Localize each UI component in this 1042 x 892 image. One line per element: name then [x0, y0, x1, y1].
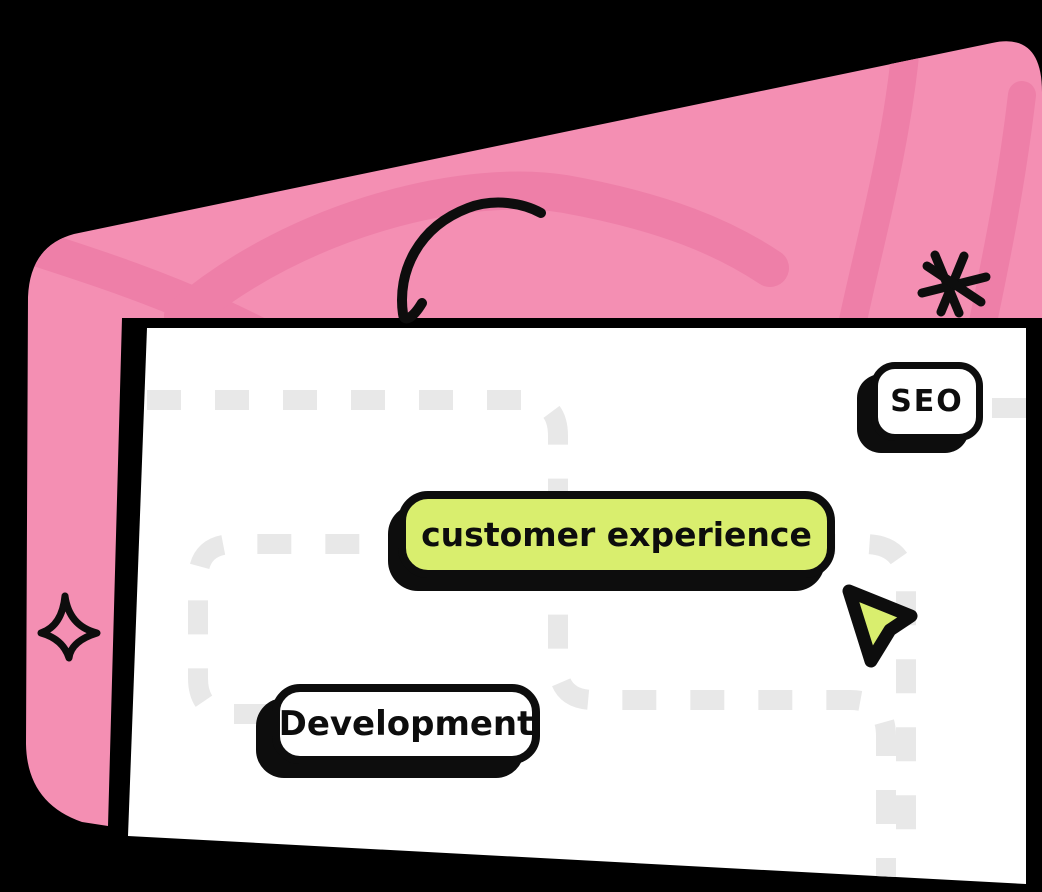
tag-seo[interactable]: SEO: [871, 362, 983, 441]
tag-seo-label: SEO: [890, 384, 964, 419]
pink-card-squiggles: [26, 41, 1036, 450]
dashed-path-upper: [147, 390, 896, 884]
asterisk-icon: [917, 250, 991, 318]
tag-customer-experience[interactable]: customer experience: [398, 491, 835, 578]
cursor-pointer-icon: [842, 584, 918, 668]
sparkle-icon: [37, 592, 101, 662]
dashed-guide-lines: [147, 390, 1026, 884]
dashed-path-lower: [188, 534, 916, 846]
tag-development[interactable]: Development: [272, 684, 540, 764]
curved-arrow-icon: [397, 197, 546, 324]
tag-customer-experience-label: customer experience: [421, 515, 812, 554]
tag-development-label: Development: [278, 704, 534, 744]
